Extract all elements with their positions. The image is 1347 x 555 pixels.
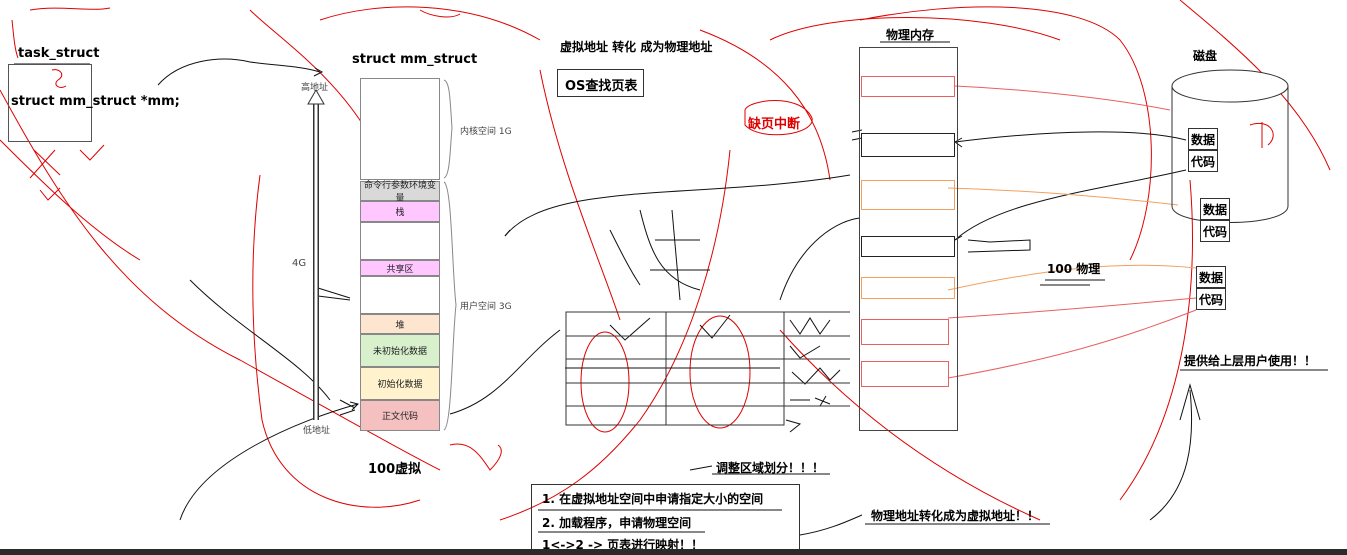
bss-segment: 未初始化数据 [360, 334, 440, 367]
os-page-table-label: OS查找页表 [565, 79, 638, 94]
os-page-table-box [557, 69, 644, 97]
phys-frame-3 [861, 180, 955, 210]
mm-struct-title: struct mm_struct [352, 52, 478, 67]
phys-frame-2 [861, 133, 955, 157]
kernel-space-label: 内核空间 1G [460, 127, 512, 137]
translate-title: 虚拟地址 转化 成为物理地址 [560, 40, 713, 54]
physical-memory-column [859, 47, 958, 431]
disk-cylinder [1171, 69, 1289, 223]
physical-memory-title: 物理内存 [886, 28, 935, 42]
task-struct-field: struct mm_struct *mm; [11, 94, 180, 109]
size-label: 4G [292, 258, 307, 269]
step-2: 2. 加载程序，申请物理空间 [542, 516, 692, 530]
task-struct-title: task_struct [18, 46, 100, 61]
disk-cell-2-data: 数据 [1200, 198, 1230, 220]
phys-frame-5 [861, 277, 955, 299]
disk-cell-1-code: 代码 [1188, 150, 1218, 172]
underlines [14, 41, 1328, 533]
step-1: 1. 在虚拟地址空间中申请指定大小的空间 [542, 492, 764, 506]
stack-segment: 栈 [360, 201, 440, 222]
physical-100-label: 100 物理 [1047, 262, 1101, 276]
phys-frame-6 [861, 319, 949, 345]
phys-frame-1 [861, 76, 955, 97]
phys-to-virt-label: 物理地址转化成为虚拟地址！！ [871, 509, 1040, 523]
stack-gap [360, 222, 440, 260]
space-braces [443, 79, 457, 431]
black-annotations [157, 58, 1201, 536]
page-fault-label: 缺页中断 [748, 117, 801, 132]
disk-cell-3-code: 代码 [1196, 288, 1226, 310]
phys-frame-4 [861, 236, 955, 257]
virtual-100-label: 100虚拟 [368, 462, 422, 477]
adjust-region-label: 调整区域划分！！！ [716, 461, 825, 475]
disk-cell-2-code: 代码 [1200, 220, 1230, 242]
kernel-space-segment [360, 78, 440, 180]
disk-cell-1-data: 数据 [1188, 128, 1218, 150]
mapping-lines [947, 85, 1197, 379]
provide-upper-label: 提供给上层用户使用！！ [1184, 354, 1317, 368]
text-segment: 正文代码 [360, 400, 440, 431]
high-address-label: 高地址 [301, 83, 329, 93]
red-annotations [0, 0, 1331, 521]
cmdline-env-segment: 命令行参数环境变量 [360, 181, 440, 204]
user-space-label: 用户空间 3G [460, 302, 512, 312]
heap-segment: 堆 [360, 314, 440, 334]
taskbar-strip [0, 549, 1347, 555]
page-table-grid [565, 311, 850, 426]
phys-frame-7 [861, 361, 949, 387]
disk-title: 磁盘 [1193, 49, 1218, 63]
address-arrow [307, 88, 325, 420]
disk-cell-3-data: 数据 [1196, 266, 1226, 288]
task-struct-box [8, 64, 92, 142]
low-address-label: 低地址 [303, 426, 331, 436]
step-3: 1<->2 -> 页表进行映射！！ [542, 538, 704, 552]
data-segment: 初始化数据 [360, 367, 440, 400]
shared-segment: 共享区 [360, 260, 440, 276]
heap-gap [360, 276, 440, 314]
